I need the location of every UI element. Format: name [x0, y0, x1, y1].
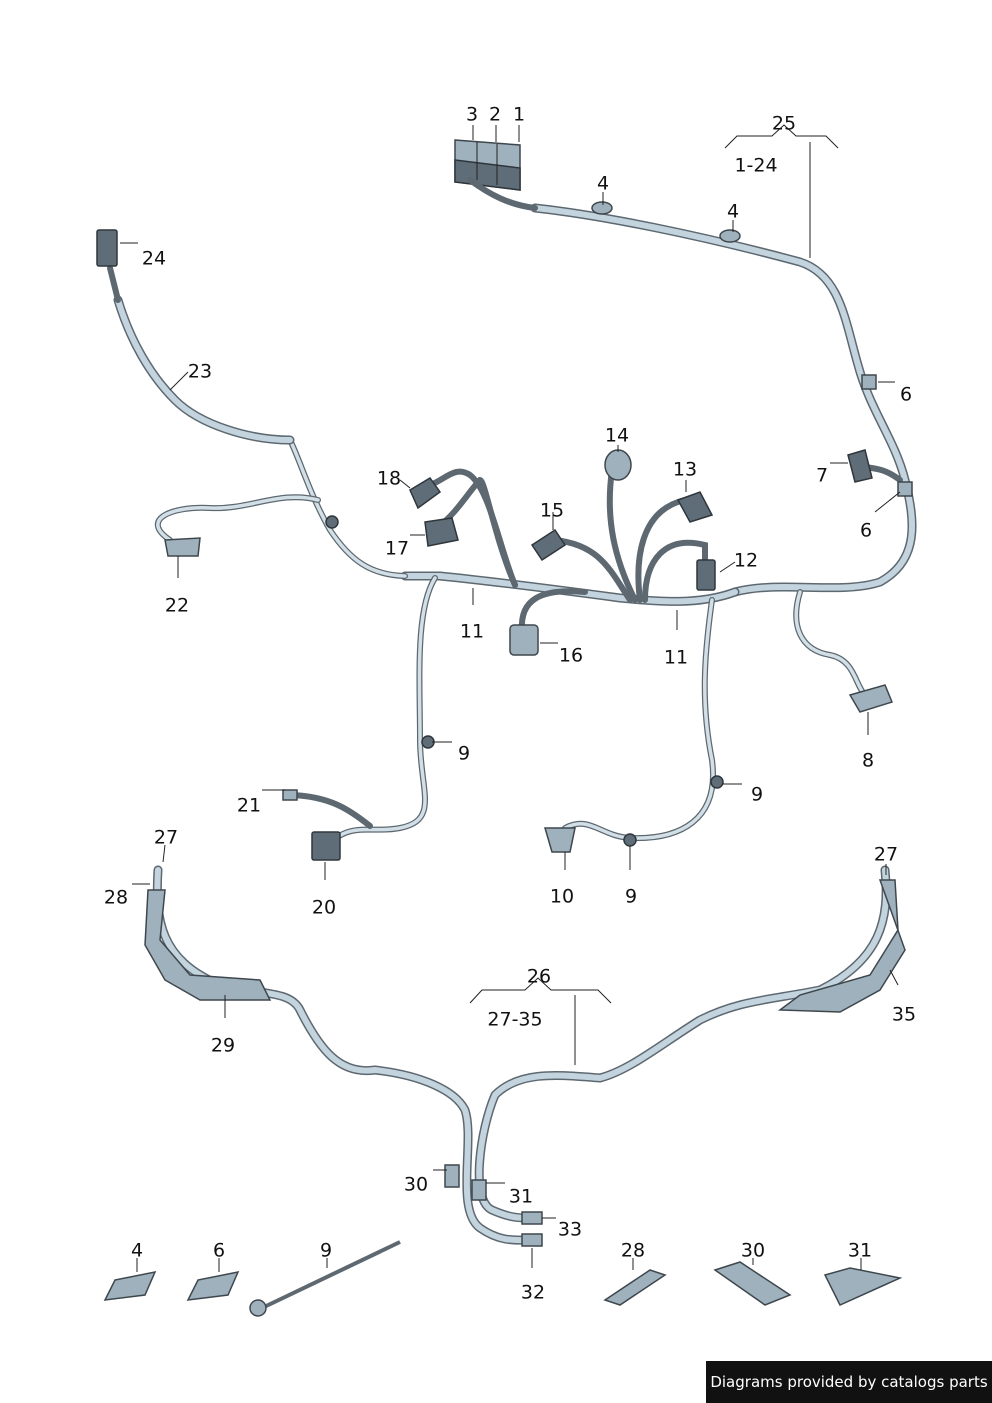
- callout-4-mid: 4: [726, 200, 740, 223]
- connector-17: [424, 517, 459, 547]
- connector-14: [604, 449, 632, 481]
- connector-12: [696, 559, 716, 591]
- callout-7: 7: [815, 464, 829, 487]
- callout-35: 35: [891, 1003, 917, 1026]
- connector-21: [282, 789, 298, 801]
- callout-22: 22: [164, 594, 190, 617]
- connector-1-2-3: [454, 139, 538, 211]
- callout-25: 25: [771, 112, 797, 135]
- connector-8: [848, 684, 894, 713]
- callout-24: 24: [141, 247, 167, 270]
- callout-17: 17: [384, 537, 410, 560]
- callout-27-35: 27-35: [487, 1008, 543, 1031]
- callout-32: 32: [520, 1281, 546, 1304]
- callout-21: 21: [236, 794, 262, 817]
- callout-31: 31: [508, 1185, 534, 1208]
- callout-9-left: 9: [457, 742, 471, 765]
- callout-2: 2: [488, 103, 502, 126]
- callout-9-right: 9: [750, 783, 764, 806]
- legend-label-28: 28: [620, 1239, 646, 1262]
- callout-13: 13: [672, 458, 698, 481]
- callout-1: 1: [512, 103, 526, 126]
- callout-9-bottom: 9: [624, 885, 638, 908]
- legend-label-31: 31: [847, 1239, 873, 1262]
- legend-label-6: 6: [212, 1239, 226, 1262]
- callout-29: 29: [210, 1034, 236, 1057]
- callout-14: 14: [604, 424, 630, 447]
- lower-harness: [144, 865, 906, 1247]
- callout-28: 28: [103, 886, 129, 909]
- callout-6-lower: 6: [859, 519, 873, 542]
- callout-26: 26: [526, 965, 552, 988]
- connector-15: [530, 528, 567, 562]
- legend-parts: [103, 1240, 903, 1317]
- legend-label-30: 30: [740, 1239, 766, 1262]
- callout-27-right: 27: [873, 843, 899, 866]
- connector-18: [409, 477, 442, 510]
- callout-12: 12: [733, 549, 759, 572]
- callout-8: 8: [861, 749, 875, 772]
- footer-credit: Diagrams provided by catalogs parts: [706, 1361, 992, 1403]
- callout-10: 10: [549, 885, 575, 908]
- callout-20: 20: [311, 896, 337, 919]
- callout-15: 15: [539, 499, 565, 522]
- legend-label-4: 4: [130, 1239, 144, 1262]
- callout-18: 18: [376, 467, 402, 490]
- connector-20: [311, 831, 341, 861]
- callout-11-right: 11: [663, 646, 689, 669]
- upper-harness: [107, 203, 917, 851]
- callout-11-left: 11: [459, 620, 485, 643]
- connector-13: [676, 491, 714, 523]
- callout-27-left: 27: [153, 826, 179, 849]
- leader-lines: [120, 124, 901, 1272]
- legend-label-9: 9: [319, 1239, 333, 1262]
- footer-credit-text: Diagrams provided by catalogs parts: [710, 1373, 988, 1391]
- connector-22: [164, 537, 201, 557]
- connector-24: [96, 229, 118, 267]
- callout-3: 3: [465, 103, 479, 126]
- connector-16: [509, 624, 539, 656]
- callout-33: 33: [557, 1218, 583, 1241]
- callout-23: 23: [187, 360, 213, 383]
- clips: [325, 201, 913, 847]
- callout-4-top: 4: [596, 172, 610, 195]
- callout-30: 30: [403, 1173, 429, 1196]
- connector-7: [847, 449, 873, 483]
- callout-6-upper: 6: [899, 383, 913, 406]
- callout-1-24: 1-24: [734, 154, 778, 177]
- connector-10: [544, 827, 576, 853]
- callout-16: 16: [558, 644, 584, 667]
